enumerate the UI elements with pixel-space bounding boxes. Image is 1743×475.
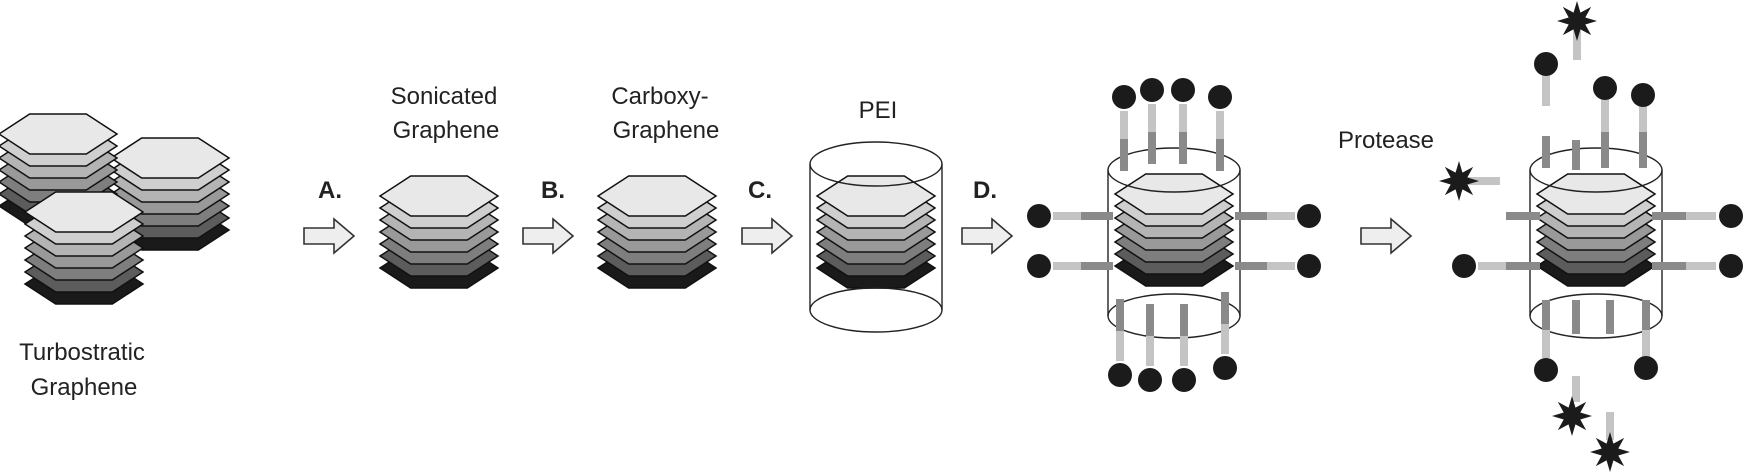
peptide-bead xyxy=(1171,78,1195,102)
peptide-bead xyxy=(1027,204,1051,228)
pei-cylinder-base xyxy=(809,287,943,333)
protease-label: Protease xyxy=(1338,127,1434,154)
arrow-d-icon xyxy=(961,217,1014,255)
carboxy-graphene-stack xyxy=(596,175,718,289)
arrow-protease-icon xyxy=(1360,217,1413,255)
peptide-linker-left xyxy=(1027,204,1113,228)
peptide-bead xyxy=(1213,356,1237,380)
peptide-linker-left xyxy=(1027,254,1113,278)
peptide-linker-top-intact xyxy=(1593,76,1617,168)
peptide-bead xyxy=(1108,363,1132,387)
arrow-b-icon xyxy=(522,217,575,255)
peptide-bead xyxy=(1634,356,1658,380)
pei-cylinder-top xyxy=(1529,147,1663,193)
peptide-bead xyxy=(1452,254,1476,278)
cleaved-peptide-star-icon xyxy=(1552,396,1592,436)
graphene-sheet xyxy=(815,175,937,217)
functionalized-cylinder xyxy=(1107,147,1241,339)
step-d-label: D. xyxy=(973,177,997,204)
arrow-a-icon xyxy=(303,217,356,255)
graphene-sheet xyxy=(1535,173,1657,215)
turbostratic-graphene-label-line1: Turbostratic xyxy=(19,339,145,366)
step-c-label: C. xyxy=(748,177,772,204)
turbostratic-graphene-label-line2: Graphene xyxy=(31,374,138,401)
peptide-linker-left-intact xyxy=(1452,254,1540,278)
sonicated-graphene-stack xyxy=(378,175,500,289)
peptide-linker-top xyxy=(1140,78,1164,164)
peptide-linker-top-intact xyxy=(1631,83,1655,168)
cleaved-peptide-star-icon xyxy=(1439,161,1479,201)
peptide-linker-bottom-intact xyxy=(1634,300,1658,380)
peptide-bead xyxy=(1172,368,1196,392)
peptide-bead xyxy=(1140,78,1164,102)
peptide-linker-bottom xyxy=(1108,299,1132,387)
cleaved-graphene-stack xyxy=(1535,173,1657,287)
peptide-bead xyxy=(1593,76,1617,100)
peptide-linker-bottom xyxy=(1172,304,1196,392)
peptide-linker-right-intact xyxy=(1652,204,1743,228)
graphene-sheet xyxy=(1113,173,1235,215)
peptide-linker-top xyxy=(1112,85,1136,171)
peptide-linker-top xyxy=(1171,78,1195,164)
sonicated-graphene-label-line2: Graphene xyxy=(393,117,500,144)
peptide-linker-right xyxy=(1235,204,1321,228)
sonicated-graphene-label-line1: Sonicated xyxy=(391,83,498,110)
cleaved-peptide-star-icon xyxy=(1590,432,1630,472)
turbostratic-stack-front xyxy=(23,191,145,305)
peptide-linker-right xyxy=(1235,254,1321,278)
turbostratic-stack-right xyxy=(109,137,231,251)
peptide-bead xyxy=(1534,52,1558,76)
graphene-sheet xyxy=(23,191,145,233)
pei-coated-graphene-stack xyxy=(815,175,937,289)
peptide-bead xyxy=(1631,83,1655,107)
peptide-bead xyxy=(1297,204,1321,228)
pei-cylinder xyxy=(809,141,943,333)
peptide-bead xyxy=(1719,204,1743,228)
peptide-linker-top xyxy=(1208,85,1232,171)
graphene-sheet xyxy=(378,175,500,217)
step-a-label: A. xyxy=(318,177,342,204)
graphene-sheet xyxy=(109,137,231,179)
graphene-sheet xyxy=(596,175,718,217)
carboxy-graphene-label-line1: Carboxy- xyxy=(611,83,708,110)
peptide-linker-bottom-intact xyxy=(1534,300,1558,382)
cleaved-peptide-star-icon xyxy=(1557,1,1597,41)
peptide-linker-bottom xyxy=(1138,304,1162,392)
peptide-bead xyxy=(1208,85,1232,109)
pei-cylinder-top xyxy=(809,141,943,187)
peptide-bead xyxy=(1138,368,1162,392)
peptide-linker-bottom xyxy=(1213,292,1237,380)
step-b-label: B. xyxy=(541,177,565,204)
functionalized-graphene-stack xyxy=(1113,173,1235,287)
peptide-bead xyxy=(1719,254,1743,278)
peptide-bead xyxy=(1297,254,1321,278)
cleaved-cylinder xyxy=(1529,147,1663,339)
peptide-bead xyxy=(1112,85,1136,109)
pei-label: PEI xyxy=(859,97,898,124)
pei-cylinder-top xyxy=(1107,147,1241,193)
cleaved-fragment-top xyxy=(1534,52,1558,106)
pei-cylinder-base xyxy=(1107,293,1241,339)
peptide-bead xyxy=(1027,254,1051,278)
carboxy-graphene-label-line2: Graphene xyxy=(613,117,720,144)
peptide-bead xyxy=(1534,358,1558,382)
arrow-c-icon xyxy=(741,217,794,255)
graphene-sheet xyxy=(0,113,119,155)
peptide-linker-right-intact xyxy=(1652,254,1743,278)
